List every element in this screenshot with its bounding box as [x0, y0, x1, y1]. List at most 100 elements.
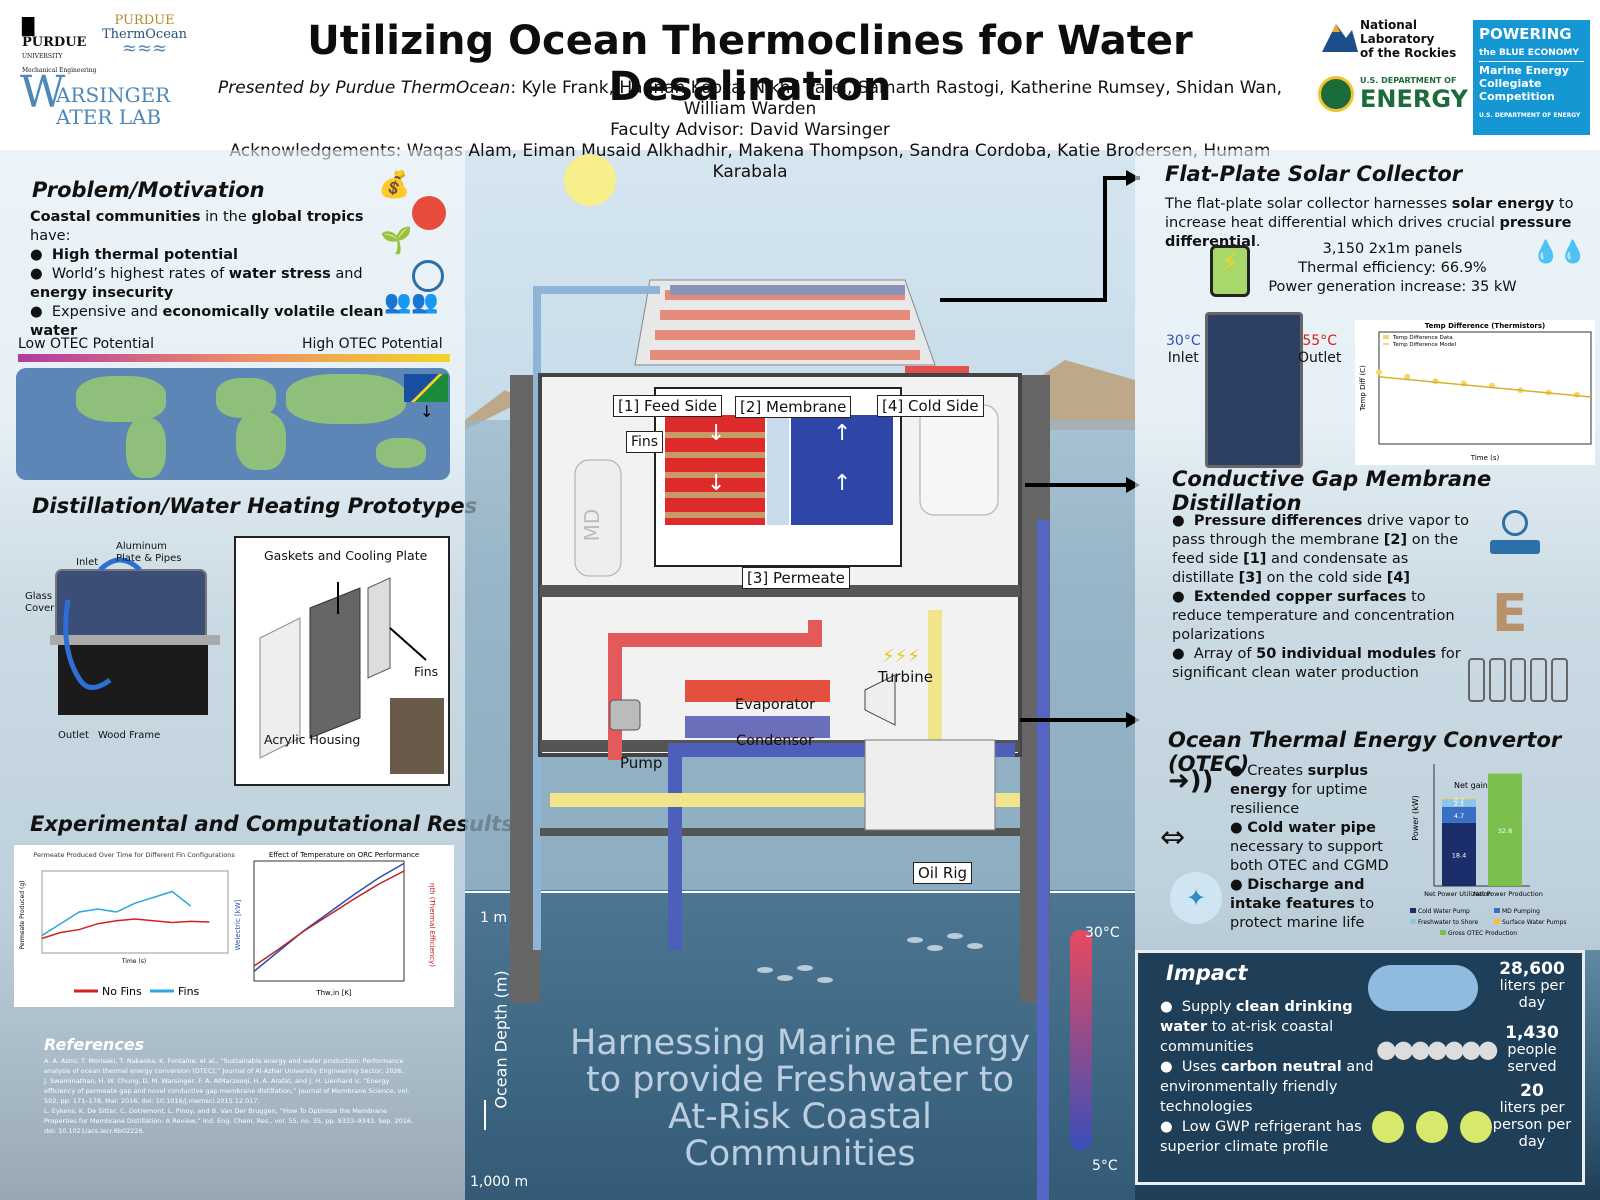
purdue-logo-text: PURDUE [22, 35, 87, 50]
otec-b1a: Creates [1247, 763, 1308, 779]
impact-b1a: Supply [1181, 999, 1236, 1015]
chart2-ylabel: Welectric [kW] [234, 899, 242, 950]
otec-b1c: for uptime resilience [1230, 782, 1368, 817]
cgmd-b1d: on the feed side [1172, 532, 1459, 567]
problem-bullet-1: High thermal potential [51, 247, 238, 263]
impact-stat-1-unit: liters per day [1499, 978, 1565, 1011]
depth-1m-label: 1 m [480, 910, 507, 926]
otec-bar-label: 4.7 [1454, 812, 1464, 820]
nrel-logo-line1: National [1360, 18, 1417, 32]
inlet-label: Inlet [76, 557, 99, 568]
problem-intro-1: Coastal communities [30, 209, 201, 225]
cgmd-b1a: Pressure differences [1193, 513, 1363, 529]
temp-bottom-label: 5°C [1092, 1158, 1118, 1174]
feed-side-label: [1] Feed Side [613, 395, 723, 417]
otec-leg5: Gross OTEC Production [1448, 930, 1517, 937]
outlet-temp-block: 55°C Outlet [1298, 333, 1341, 367]
temp-diff-chart: Temp Difference (Thermistors) Temp Diffe… [1355, 320, 1595, 465]
cgmd-b1e: [1] [1243, 551, 1267, 567]
legend-nofins: No Fins [102, 985, 142, 998]
person-target-icon [412, 196, 446, 230]
temp-chart-legend-1: Temp Difference Data [1392, 335, 1453, 341]
faucet-icon [1460, 1111, 1492, 1143]
problem-title: Problem/Motivation [32, 178, 265, 202]
otec-b2b: necessary to support both OTEC and CGMD [1230, 839, 1389, 874]
bucket-icon [1416, 1111, 1448, 1143]
otec-leg2: MD Pumping [1502, 908, 1540, 915]
diagram-fins-label: Fins [626, 431, 664, 453]
water-drop-icon: W [20, 67, 66, 118]
thermocean-logo-line1: PURDUE [114, 13, 175, 28]
doe-logo-main: ENERGY [1360, 85, 1468, 113]
temp-diff-chart-svg: Temp Difference (Thermistors) Temp Diffe… [1359, 322, 1592, 462]
usage-icons [1372, 1111, 1492, 1143]
chart2-y2label: ηth (Thermal Efficiency) [428, 883, 436, 967]
cgmd-b3b: 50 individual modules [1256, 646, 1437, 662]
svg-text:↑: ↑ [833, 421, 851, 446]
condensor-label: Condensor [736, 733, 814, 749]
purdue-logo-dept: Mechanical Engineering [22, 67, 97, 74]
otec-text: ● Creates surplus energy for uptime resi… [1230, 763, 1389, 931]
turbine-label: Turbine [878, 668, 933, 686]
problem-bullet-2a: World’s highest rates of [51, 266, 229, 282]
impact-b2a: Uses [1181, 1059, 1222, 1075]
thermocean-logo: PURDUE ThermOcean ≈≈≈ [102, 14, 187, 58]
doe-seal-icon [1318, 76, 1354, 112]
solar-efficiency: Thermal efficiency: 66.9% [1298, 260, 1487, 276]
chart2-efficiency-line [253, 870, 405, 967]
solar-inlet: Inlet [1167, 350, 1199, 366]
temp-top-label: 30°C [1085, 925, 1120, 941]
otec-bar-label: 2.1 [1454, 800, 1464, 808]
svg-text:↓: ↓ [707, 421, 725, 446]
problem-intro-3: global tropics [251, 209, 364, 225]
temp-model-line [1378, 376, 1592, 398]
lightning-icon: ⚡⚡⚡ [882, 646, 920, 667]
crowd-icon: 👥👥 [384, 290, 439, 315]
impact-text: ● Supply clean drinking water to at-risk… [1160, 999, 1374, 1155]
otec-leg3: Freshwater to Shore [1418, 919, 1479, 926]
presenters-block: Presented by Purdue ThermOcean: Kyle Fra… [190, 78, 1310, 183]
cgmd-b3a: Array of [1193, 646, 1257, 662]
otec-bar-segment [1442, 798, 1476, 800]
gaskets-label: Gaskets and Cooling Plate [264, 548, 428, 563]
double-arrow-icon: ⇔ [1160, 820, 1186, 855]
water-drops-icon: 💧💧 [1532, 240, 1587, 265]
cgmd-b1f: and condensate as distillate [1172, 551, 1409, 586]
solar-desc-2: solar energy [1451, 196, 1555, 212]
battery-lightning-icon: ⚡ [1210, 245, 1250, 297]
fins-label: Fins [414, 664, 439, 679]
reference-2: J. Swaminathan, H. W. Chung, D. M. Warsi… [44, 1077, 410, 1105]
solar-heater-prototype [50, 557, 220, 715]
faculty-advisor: Faculty Advisor: David Warsinger [610, 120, 890, 140]
evaporator-label: Evaporator [735, 697, 816, 713]
depth-1000m-label: 1,000 m [470, 1174, 529, 1190]
temp-chart-legend-2: Temp Difference Model [1392, 342, 1456, 348]
problem-bullet-2c: and [330, 266, 363, 282]
results-title: Experimental and Computational Results [30, 812, 514, 836]
warsinger-logo: W ARSINGER ATER LAB [20, 71, 171, 129]
water-tank-icon [1368, 965, 1478, 1011]
gasket-diagram-box: Gaskets and Cooling Plate Fins Acrylic H… [234, 536, 450, 786]
svg-text:↑: ↑ [833, 471, 851, 496]
warsinger-logo-line1: ARSINGER [56, 83, 171, 107]
problem-bullet-3b: economically volatile clean water [30, 304, 384, 339]
problem-intro-2: in the [200, 209, 252, 225]
solar-panels: 3,150 2x1m panels [1322, 241, 1463, 257]
sun-icon [564, 154, 616, 206]
chart2-title: Effect of Temperature on ORC Performance [269, 851, 419, 859]
copper-fins-icon: E [1492, 584, 1528, 644]
results-charts-svg: Permeate Produced Over Time for Differen… [19, 851, 436, 998]
cgmd-text: ● Pressure differences drive vapor to pa… [1172, 513, 1469, 681]
people-icon: ●●●●●●● [1376, 1035, 1499, 1063]
solar-desc-1: The flat-plate solar collector harnesses [1165, 196, 1452, 212]
legend-fins: Fins [178, 985, 200, 998]
impact-b2c: and environmentally friendly technologie… [1160, 1059, 1374, 1115]
wood-frame-label: Wood Frame [98, 730, 161, 741]
solar-power: Power generation increase: 35 kW [1268, 279, 1517, 295]
reference-3: L. Eykens, K. De Sitter, C. Dotremont, L… [44, 1107, 414, 1135]
problem-bullet-2b: water stress [228, 266, 331, 282]
